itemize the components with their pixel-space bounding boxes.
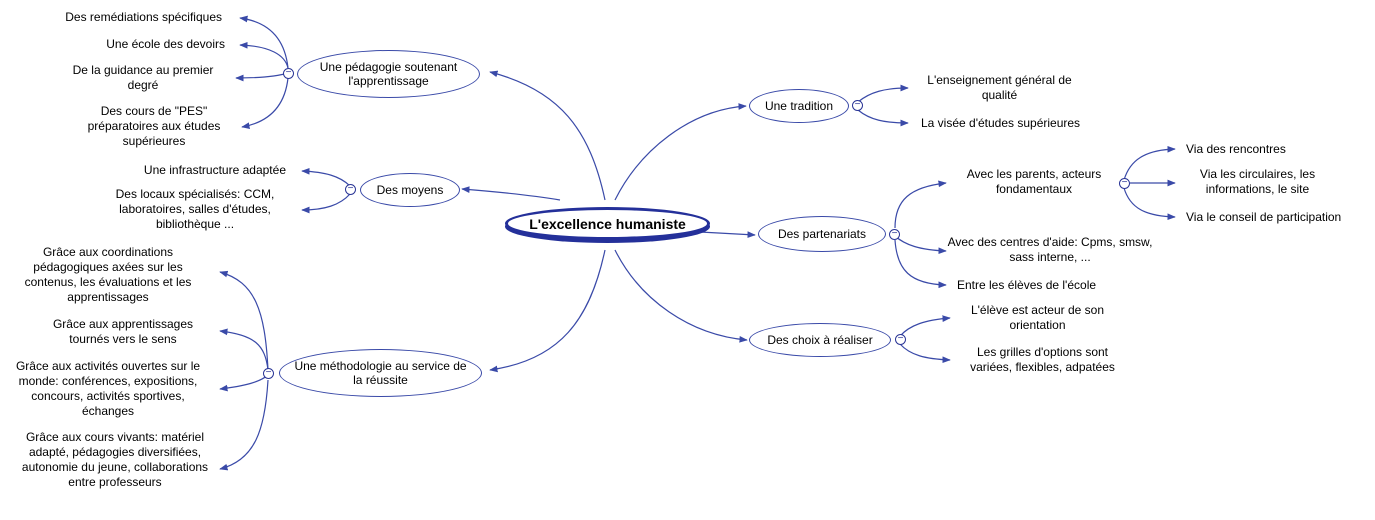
edge-pedagogie-1 (239, 15, 289, 69)
edge-root-moyens (461, 186, 561, 201)
edge-choix-2 (899, 343, 951, 364)
branch-pedagogie-label: Une pédagogie soutenant l'apprentissage (319, 60, 458, 88)
leaf-choix-2[interactable]: Les grilles d'options sont variées, flex… (970, 345, 1115, 374)
root-label: L'excellence humaniste (529, 215, 686, 232)
collapse-toggle-choix[interactable]: − (895, 334, 906, 345)
collapse-toggle-partenariats[interactable]: − (889, 229, 900, 240)
leaf-parents-1[interactable]: Via des rencontres (1186, 142, 1286, 156)
edge-part-3 (894, 239, 947, 289)
edge-tradition-1 (857, 84, 909, 103)
edge-root-pedagogie (489, 70, 606, 201)
leaf-parents-2[interactable]: Via les circulaires, les informations, l… (1199, 167, 1316, 196)
edge-parents-1 (1123, 145, 1176, 181)
leaf-pedagogie-2[interactable]: Une école des devoirs (106, 37, 225, 51)
edge-root-tradition (614, 103, 747, 201)
leaf-tradition-1[interactable]: L'enseignement général de qualité (927, 73, 1072, 102)
branch-moyens-label: Des moyens (376, 183, 444, 197)
branch-methodologie-label: Une méthodologie au service de la réussi… (294, 359, 467, 387)
edge-part-1 (894, 180, 947, 229)
edge-tradition-2 (857, 109, 909, 127)
leaf-pedagogie-1[interactable]: Des remédiations spécifiques (65, 10, 222, 24)
leaf-methodologie-4[interactable]: Grâce aux cours vivants: matériel adapté… (21, 430, 209, 489)
leaf-partenariats-1[interactable]: Avec les parents, acteurs fondamentaux (966, 167, 1102, 196)
edge-meth-3 (219, 374, 269, 392)
branch-partenariats-label: Des partenariats (777, 227, 867, 241)
collapse-toggle-methodologie[interactable]: − (263, 368, 274, 379)
leaf-pedagogie-4[interactable]: Des cours de "PES" préparatoires aux étu… (87, 104, 221, 148)
branch-tradition-label: Une tradition (764, 99, 834, 113)
leaf-methodologie-1[interactable]: Grâce aux coordinations pédagogiques axé… (24, 245, 192, 304)
branch-partenariats[interactable]: Des partenariats (758, 216, 886, 252)
branch-methodologie[interactable]: Une méthodologie au service de la réussi… (279, 349, 482, 397)
edge-pedagogie-4 (241, 77, 289, 129)
edge-moyens-2 (301, 193, 351, 214)
edge-root-partenariats (699, 231, 756, 238)
root-node[interactable]: L'excellence humaniste (505, 207, 710, 240)
edge-pedagogie-2 (239, 41, 289, 69)
edge-part-2 (894, 235, 947, 255)
branch-pedagogie[interactable]: Une pédagogie soutenant l'apprentissage (297, 50, 480, 98)
leaf-pedagogie-3[interactable]: De la guidance au premier degré (72, 63, 214, 92)
edge-pedagogie-3 (235, 72, 289, 82)
collapse-toggle-parents[interactable]: − (1119, 178, 1130, 189)
collapse-toggle-pedagogie[interactable]: − (283, 68, 294, 79)
leaf-choix-1[interactable]: L'élève est acteur de son orientation (970, 303, 1105, 332)
edge-meth-1 (219, 270, 269, 371)
branch-tradition[interactable]: Une tradition (749, 89, 849, 123)
branch-choix[interactable]: Des choix à réaliser (749, 323, 891, 357)
leaf-parents-3[interactable]: Via le conseil de participation (1186, 210, 1342, 224)
collapse-toggle-moyens[interactable]: − (345, 184, 356, 195)
branch-choix-label: Des choix à réaliser (767, 333, 873, 347)
edge-choix-1 (899, 315, 951, 337)
collapse-toggle-tradition[interactable]: − (852, 100, 863, 111)
leaf-partenariats-2[interactable]: Avec des centres d'aide: Cpms, smsw, sas… (947, 235, 1153, 264)
edge-meth-2 (219, 328, 269, 371)
edge-root-methodologie (489, 249, 606, 373)
leaf-methodologie-3[interactable]: Grâce aux activités ouvertes sur le mond… (15, 359, 201, 418)
leaf-methodologie-2[interactable]: Grâce aux apprentissages tournés vers le… (52, 317, 194, 346)
branch-moyens[interactable]: Des moyens (360, 173, 460, 207)
edge-parents-3 (1123, 187, 1176, 221)
leaf-tradition-2[interactable]: La visée d'études supérieures (921, 116, 1081, 130)
edge-moyens-1 (301, 167, 351, 187)
leaf-partenariats-3[interactable]: Entre les élèves de l'école (957, 278, 1097, 292)
edge-meth-4 (219, 379, 269, 471)
leaf-moyens-1[interactable]: Une infrastructure adaptée (143, 163, 286, 177)
leaf-moyens-2[interactable]: Des locaux spécialisés: CCM, laboratoire… (115, 187, 275, 231)
edge-root-choix (614, 249, 748, 343)
